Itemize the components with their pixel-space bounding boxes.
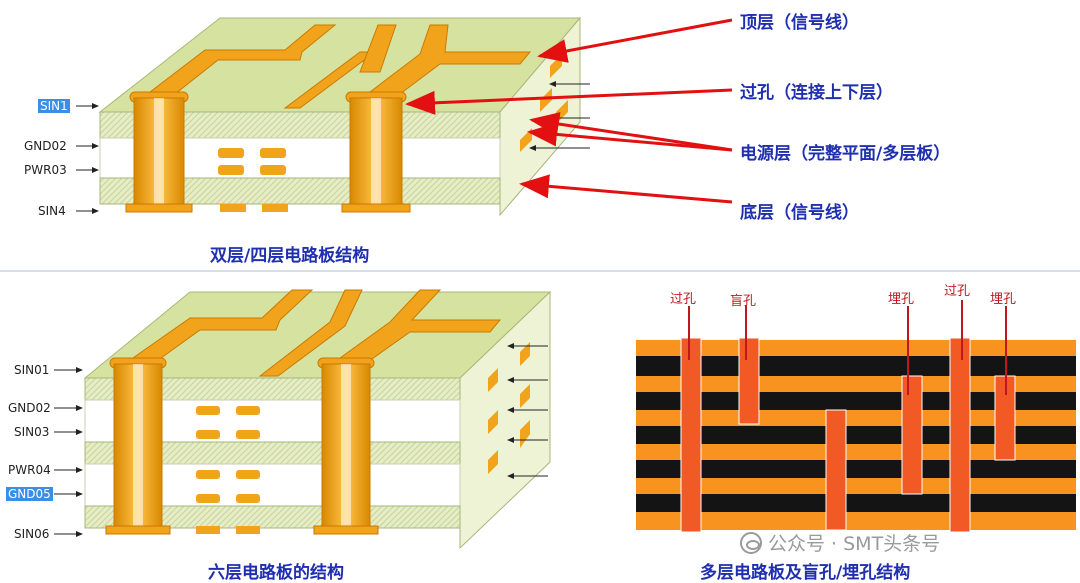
hole-label-through-1: 过孔	[670, 292, 697, 307]
caption-multilayer: 多层电路板及盲孔/埋孔结构	[700, 563, 911, 583]
via-bottom-pad	[341, 203, 411, 213]
inner-pad	[260, 165, 286, 175]
annotation-via: 过孔（连接上下层）	[740, 83, 893, 103]
hole-label-through-2: 过孔	[944, 284, 971, 299]
blind-via	[738, 337, 760, 425]
layer-label-sin06: SIN06	[14, 527, 50, 541]
top-trace	[368, 24, 532, 101]
layer-label-pwr03: PWR03	[24, 163, 67, 177]
through-via	[949, 337, 971, 533]
layer-label-sin03: SIN03	[14, 425, 50, 439]
bottom-pad	[220, 204, 246, 212]
top-trace	[148, 24, 337, 99]
six-layer-board	[54, 289, 552, 550]
layer-label-pwr04: PWR04	[8, 463, 51, 477]
caption-four-layer: 双层/四层电路板结构	[210, 246, 370, 266]
layer-label-sin1: SIN1	[38, 99, 70, 113]
inner-pad	[218, 148, 244, 158]
layer-label-sin01: SIN01	[14, 363, 50, 377]
bottom-pad	[262, 204, 288, 212]
inner-pad	[218, 165, 244, 175]
layer-label-gnd02: GND02	[24, 139, 67, 153]
layer-label-gnd02: GND02	[8, 401, 51, 415]
layer-label-gnd05: GND05	[6, 487, 53, 501]
annotation-bottom-layer: 底层（信号线）	[740, 203, 859, 223]
inner-pad	[260, 148, 286, 158]
watermark-text: 公众号 · SMT头条号	[768, 533, 941, 555]
hole-label-blind: 盲孔	[730, 294, 757, 309]
four-layer-board	[76, 16, 733, 217]
through-via	[680, 337, 702, 533]
hole-label-buried-1: 埋孔	[888, 292, 915, 307]
via-bottom-pad	[125, 203, 193, 213]
annotation-top-layer: 顶层（信号线）	[740, 13, 859, 33]
top-trace	[359, 24, 397, 73]
wechat-icon	[740, 531, 762, 554]
annotation-power-layer: 电源层（完整平面/多层板）	[740, 144, 951, 164]
via-hole	[371, 98, 381, 210]
hole-label-buried-2: 埋孔	[990, 292, 1017, 307]
buried-via	[825, 409, 847, 531]
layer-label-sin4: SIN4	[38, 204, 66, 218]
buried-via	[901, 375, 923, 495]
caption-six-layer: 六层电路板的结构	[208, 563, 344, 583]
multilayer-cross-section	[636, 300, 1076, 533]
via-hole	[154, 98, 164, 210]
watermark: 公众号 · SMT头条号	[740, 529, 940, 556]
